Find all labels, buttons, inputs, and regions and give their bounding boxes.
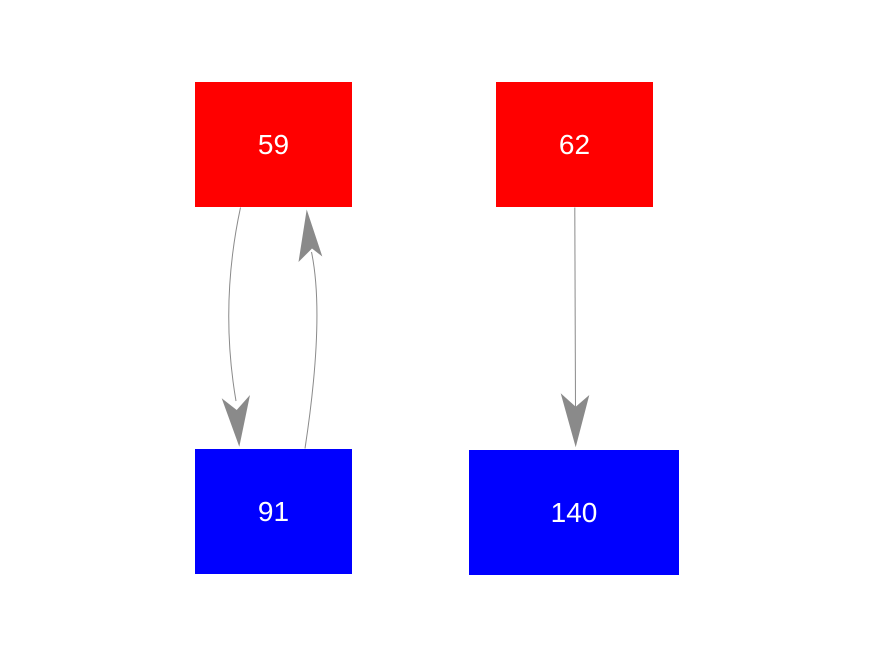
edge-curve [304, 251, 318, 449]
node-140: 140 [469, 450, 679, 575]
edge-62-to-140 [560, 207, 590, 448]
edge-91-to-59 [298, 209, 323, 449]
edge-curve [228, 207, 241, 402]
edge-straight-line [574, 207, 576, 413]
node-59: 59 [195, 82, 352, 207]
node-label: 91 [257, 495, 290, 527]
arrowhead-down-icon [560, 393, 590, 448]
arrowhead-down-icon [221, 395, 250, 447]
node-label: 62 [558, 128, 591, 160]
node-62: 62 [496, 82, 653, 207]
arrowhead-up-icon [298, 209, 323, 262]
node-91: 91 [195, 449, 352, 574]
node-label: 140 [550, 496, 598, 528]
node-label: 59 [257, 128, 290, 160]
edge-59-to-91 [221, 207, 250, 447]
